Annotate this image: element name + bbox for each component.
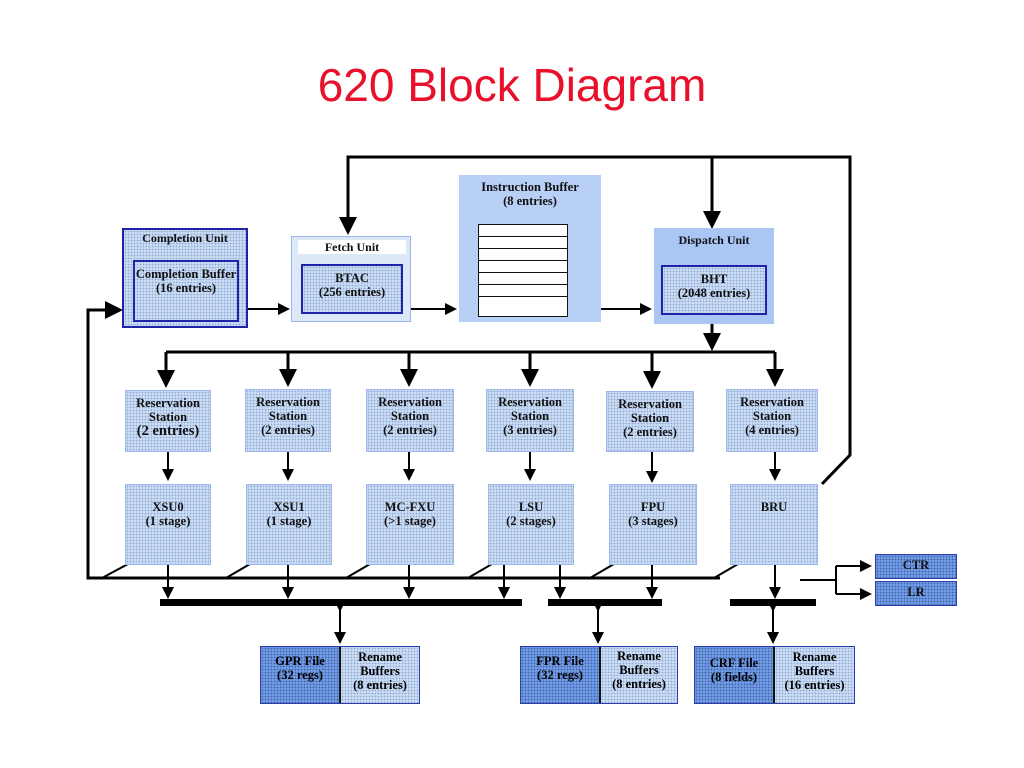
completion-buffer-label: Completion Buffer [135, 267, 237, 281]
reservation-station-xsu1: Reservation Station (2 entries) [245, 389, 331, 452]
exec-unit-xsu0: XSU0 (1 stage) [125, 484, 211, 565]
fpr-file-label: FPR File [536, 654, 584, 668]
reservation-station-label: Reservation Station [740, 395, 804, 423]
exec-unit-name: LSU [518, 500, 544, 514]
reservation-station-entries: (2 entries) [136, 423, 200, 439]
reservation-station-lsu: Reservation Station (3 entries) [486, 389, 574, 452]
bht-entries: (2048 entries) [677, 286, 751, 300]
crf-file-size: (8 fields) [710, 670, 758, 684]
reservation-station-entries: (3 entries) [503, 423, 557, 437]
completion-unit-label: Completion Unit [142, 231, 228, 245]
completion-buffer: Completion Buffer (16 entries) [133, 260, 239, 322]
reservation-station-mcfxu: Reservation Station (2 entries) [366, 389, 454, 452]
crf-register-file: CRF File (8 fields) Rename Buffers (16 e… [694, 646, 855, 704]
dispatch-unit: Dispatch Unit BHT (2048 entries) [654, 228, 774, 324]
fpr-rename-label: Rename Buffers [617, 649, 661, 677]
instruction-buffer-entries: (8 entries) [503, 194, 557, 208]
instruction-buffer-slots [478, 224, 568, 317]
exec-unit-stages: (>1 stage) [384, 514, 436, 528]
gpr-file-label: GPR File [275, 654, 325, 668]
exec-unit-name: BRU [760, 500, 788, 514]
reservation-station-label: Reservation Station [378, 395, 442, 423]
lr-register: LR [875, 581, 957, 606]
instruction-buffer-label: Instruction Buffer [481, 180, 579, 194]
exec-unit-stages: (1 stage) [145, 514, 191, 528]
reservation-station-entries: (2 entries) [623, 425, 677, 439]
exec-unit-stages: (3 stages) [628, 514, 678, 528]
gpr-register-file: GPR File (32 regs) Rename Buffers (8 ent… [260, 646, 420, 704]
exec-unit-stages: (1 stage) [266, 514, 312, 528]
crf-file-label: CRF File [709, 656, 759, 670]
reservation-station-label: Reservation Station [256, 395, 320, 423]
exec-unit-xsu1: XSU1 (1 stage) [246, 484, 332, 565]
bht-label: BHT [700, 272, 728, 286]
completion-buffer-entries: (16 entries) [155, 281, 217, 295]
reservation-station-label: Reservation Station [136, 396, 200, 424]
exec-unit-mcfxu: MC-FXU (>1 stage) [366, 484, 454, 565]
btac: BTAC (256 entries) [301, 264, 403, 314]
completion-unit: Completion Unit Completion Buffer (16 en… [122, 228, 248, 328]
exec-unit-name: MC-FXU [384, 500, 436, 514]
lr-label: LR [907, 585, 925, 599]
crf-rename-label: Rename Buffers [792, 650, 837, 678]
gpr-rename-entries: (8 entries) [353, 678, 407, 692]
gpr-result-bus [160, 599, 522, 606]
gpr-file-size: (32 regs) [277, 668, 323, 682]
ctr-register: CTR [875, 554, 957, 579]
reservation-station-entries: (4 entries) [745, 423, 799, 437]
crf-result-bus [730, 599, 816, 606]
page-title: 620 Block Diagram [317, 59, 707, 111]
reservation-station-entries: (2 entries) [383, 423, 437, 437]
fetch-unit: Fetch Unit BTAC (256 entries) [291, 236, 411, 322]
exec-unit-lsu: LSU (2 stages) [488, 484, 574, 565]
btac-label: BTAC [335, 271, 369, 285]
gpr-rename-label: Rename Buffers [358, 650, 402, 678]
reservation-station-bru: Reservation Station (4 entries) [726, 389, 818, 452]
exec-unit-bru: BRU [730, 484, 818, 565]
exec-unit-name: FPU [640, 500, 666, 514]
instruction-buffer: Instruction Buffer (8 entries) [459, 175, 601, 322]
exec-unit-name: XSU1 [273, 500, 305, 514]
fetch-unit-label: Fetch Unit [298, 240, 406, 254]
ctr-label: CTR [902, 558, 930, 572]
reservation-station-entries: (2 entries) [261, 423, 315, 437]
btac-entries: (256 entries) [318, 285, 386, 299]
reservation-station-label: Reservation Station [498, 395, 562, 423]
reservation-station-fpu: Reservation Station (2 entries) [606, 391, 694, 452]
fpr-register-file: FPR File (32 regs) Rename Buffers (8 ent… [520, 646, 678, 704]
exec-unit-fpu: FPU (3 stages) [609, 484, 697, 565]
crf-rename-entries: (16 entries) [784, 678, 845, 692]
exec-unit-stages: (2 stages) [506, 514, 556, 528]
reservation-station-xsu0: Reservation Station (2 entries) [125, 390, 211, 452]
exec-unit-name: XSU0 [152, 500, 184, 514]
reservation-station-label: Reservation Station [618, 397, 682, 425]
fpr-file-size: (32 regs) [537, 668, 583, 682]
fpr-rename-entries: (8 entries) [612, 677, 666, 691]
dispatch-unit-label: Dispatch Unit [678, 233, 750, 247]
bht: BHT (2048 entries) [661, 265, 767, 315]
fpr-result-bus [548, 599, 662, 606]
